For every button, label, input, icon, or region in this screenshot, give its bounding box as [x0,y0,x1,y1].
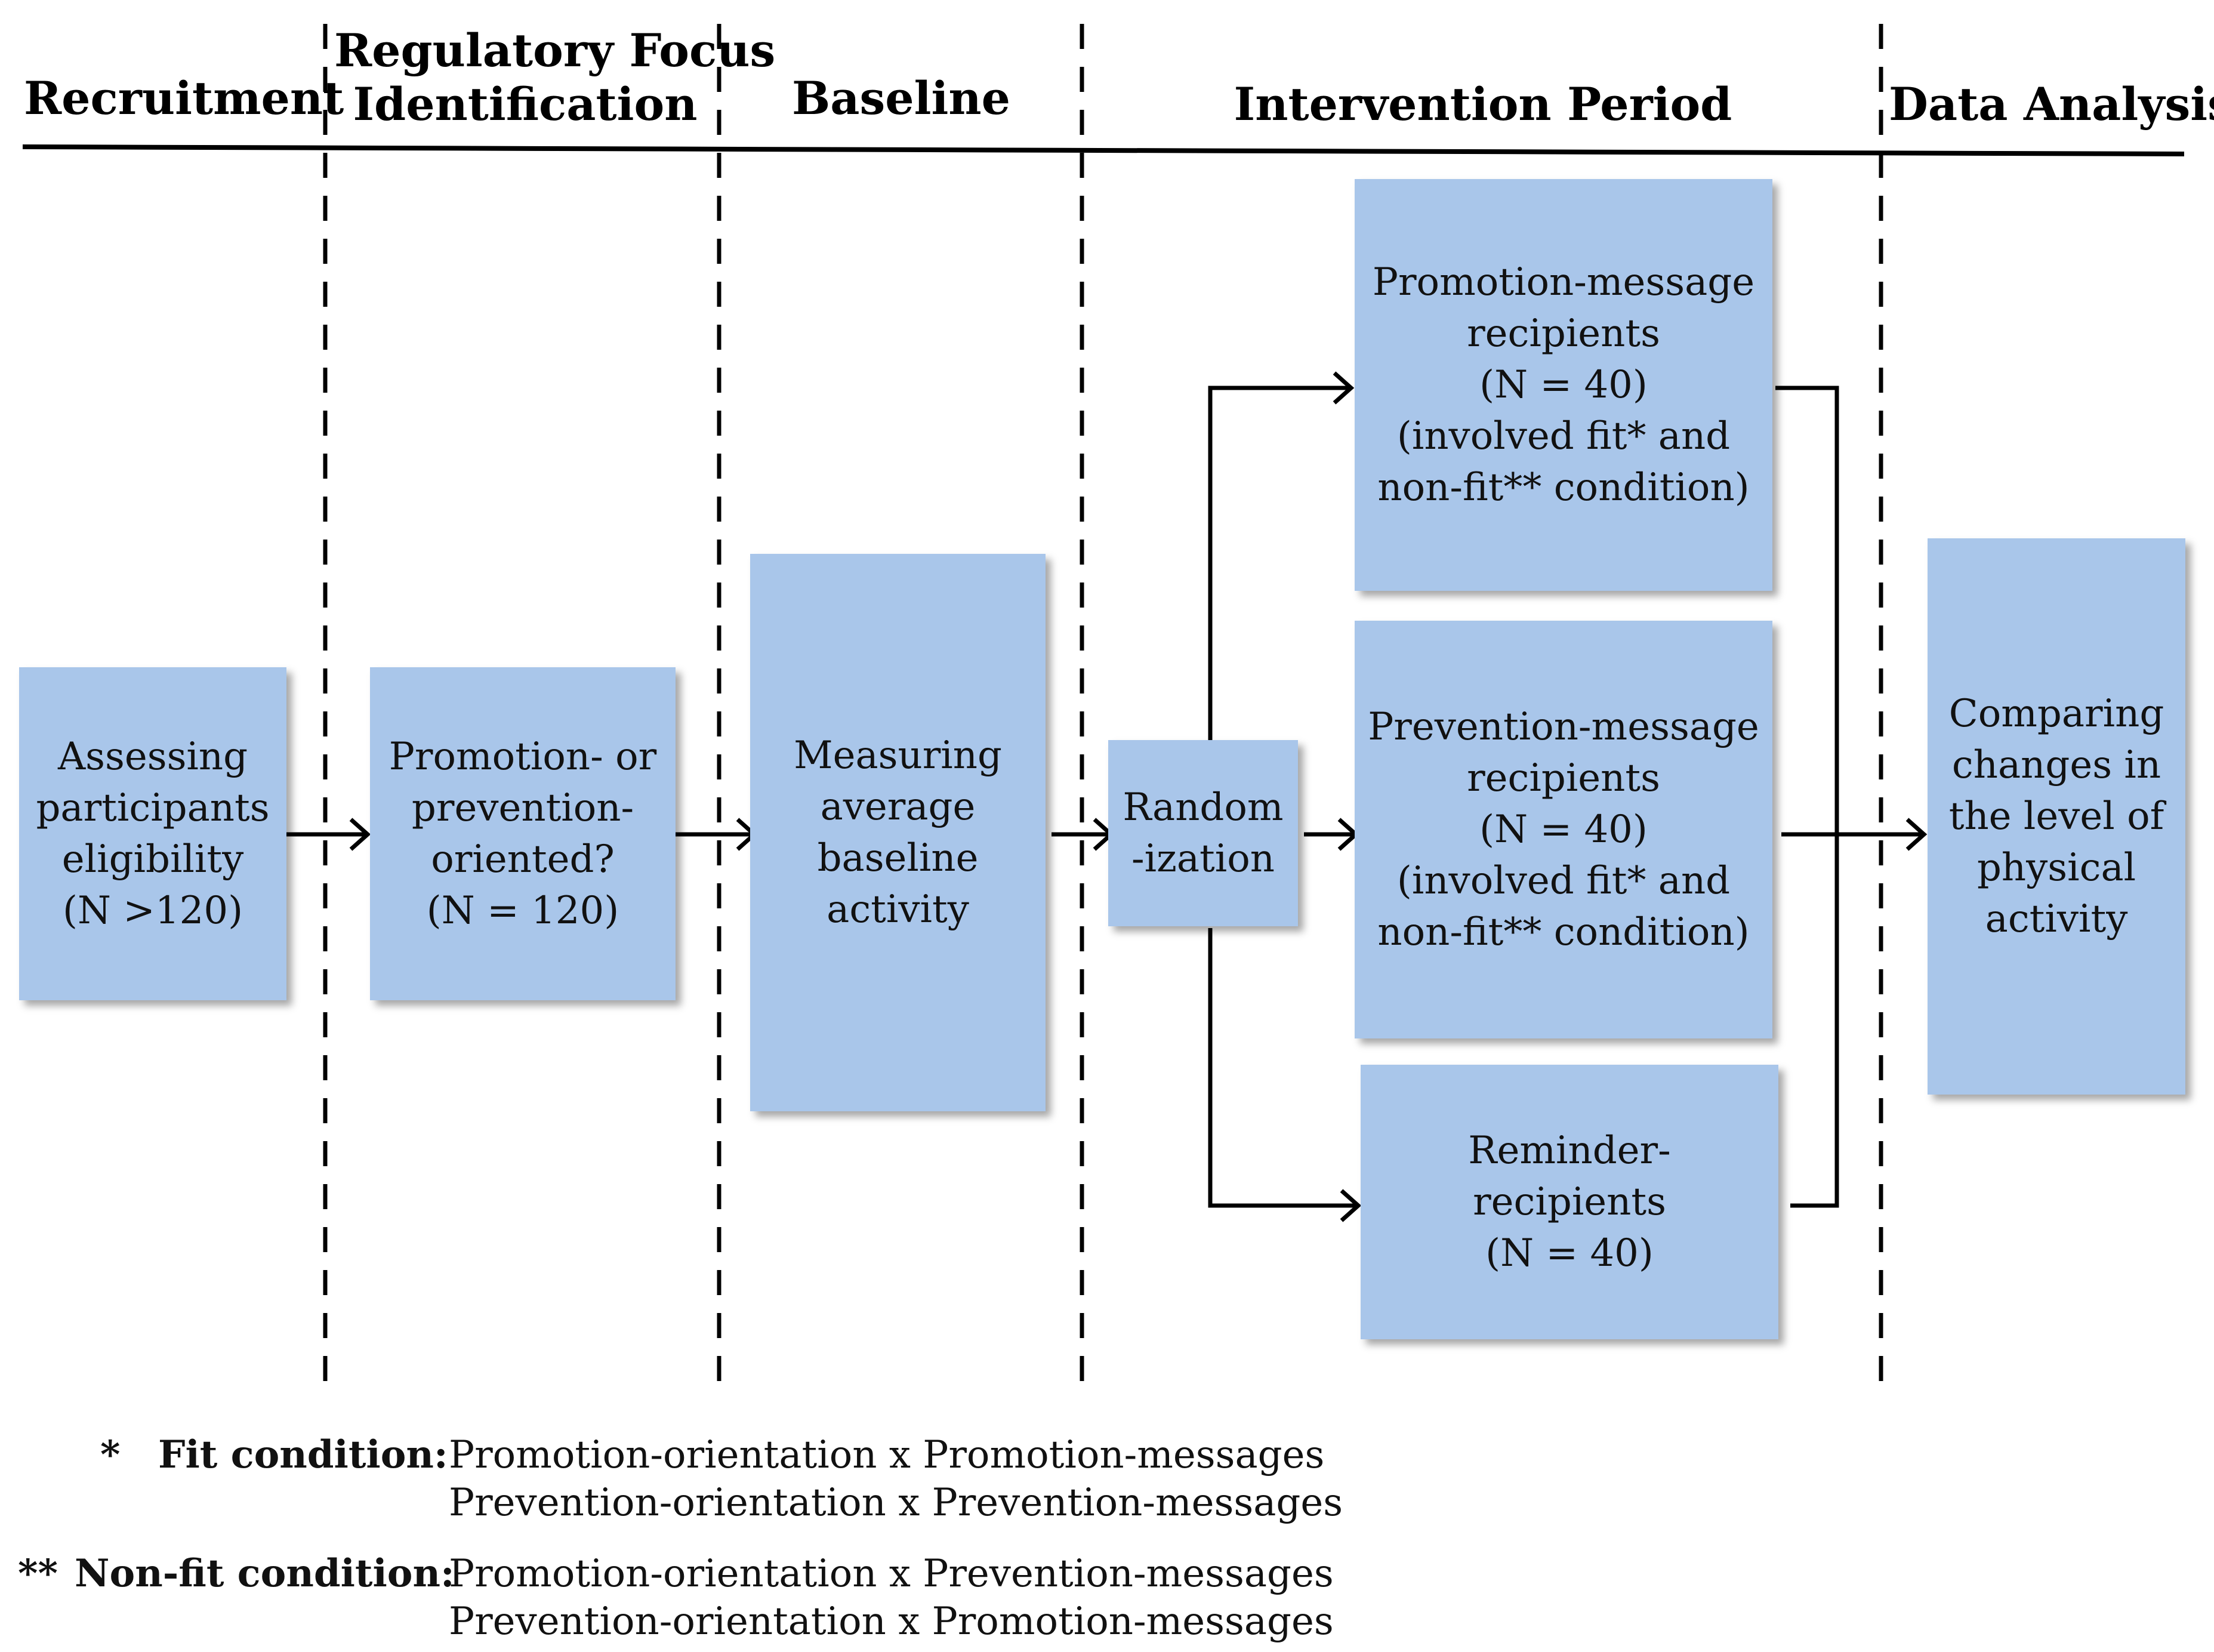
phase-regulatory-focus-line1: Regulatory Focus [334,24,776,77]
reminder-recipients-box: Reminder- recipients (N = 40) [1361,1065,1778,1339]
fit-condition-line-2: Prevention-orientation x Prevention-mess… [449,1481,1343,1525]
randomization-box: Random -ization [1108,740,1298,926]
prevention-recipients-box: Prevention-message recipients (N = 40) (… [1355,621,1772,1038]
nonfit-condition-line-1: Promotion-orientation x Prevention-messa… [449,1552,1334,1596]
arrowhead-randomization-to-reminder [1340,1189,1362,1222]
phase-regulatory-focus-line2: Identification [353,78,698,131]
baseline-box: Measuring average baseline activity [750,554,1046,1111]
fit-condition-line-1: Promotion-orientation x Promotion-messag… [449,1433,1325,1477]
fit-condition-label: Fit condition: [158,1432,448,1477]
phase-data-analysis: Data Analysis [1889,78,2214,131]
arrowhead-randomization-to-promotion [1333,371,1355,405]
fit-marker: * [100,1432,121,1477]
arrow-randomization-to-promotion [1208,386,1350,740]
arrow-randomization-to-reminder [1208,928,1357,1208]
orientation-box: Promotion- or prevention- oriented? (N =… [370,667,676,1000]
phase-baseline: Baseline [792,72,1010,125]
connector-promotion-to-merge [1775,386,1839,1208]
comparison-box: Comparing changes in the level of physic… [1928,538,2185,1095]
header-rule [22,144,2185,156]
phase-intervention: Intervention Period [1234,78,1732,131]
eligibility-box: Assessing participants eligibility (N >1… [19,667,286,1000]
phase-recruitment: Recruitment [24,72,344,125]
nonfit-condition-label: Non-fit condition: [75,1551,455,1596]
nonfit-marker: ** [18,1551,58,1596]
promotion-recipients-box: Promotion-message recipients (N = 40) (i… [1355,179,1772,591]
arrowhead-prevention-to-comparison [1905,818,1928,851]
arrowhead-eligibility-to-orientation [349,818,371,851]
nonfit-condition-line-2: Prevention-orientation x Promotion-messa… [449,1599,1334,1644]
